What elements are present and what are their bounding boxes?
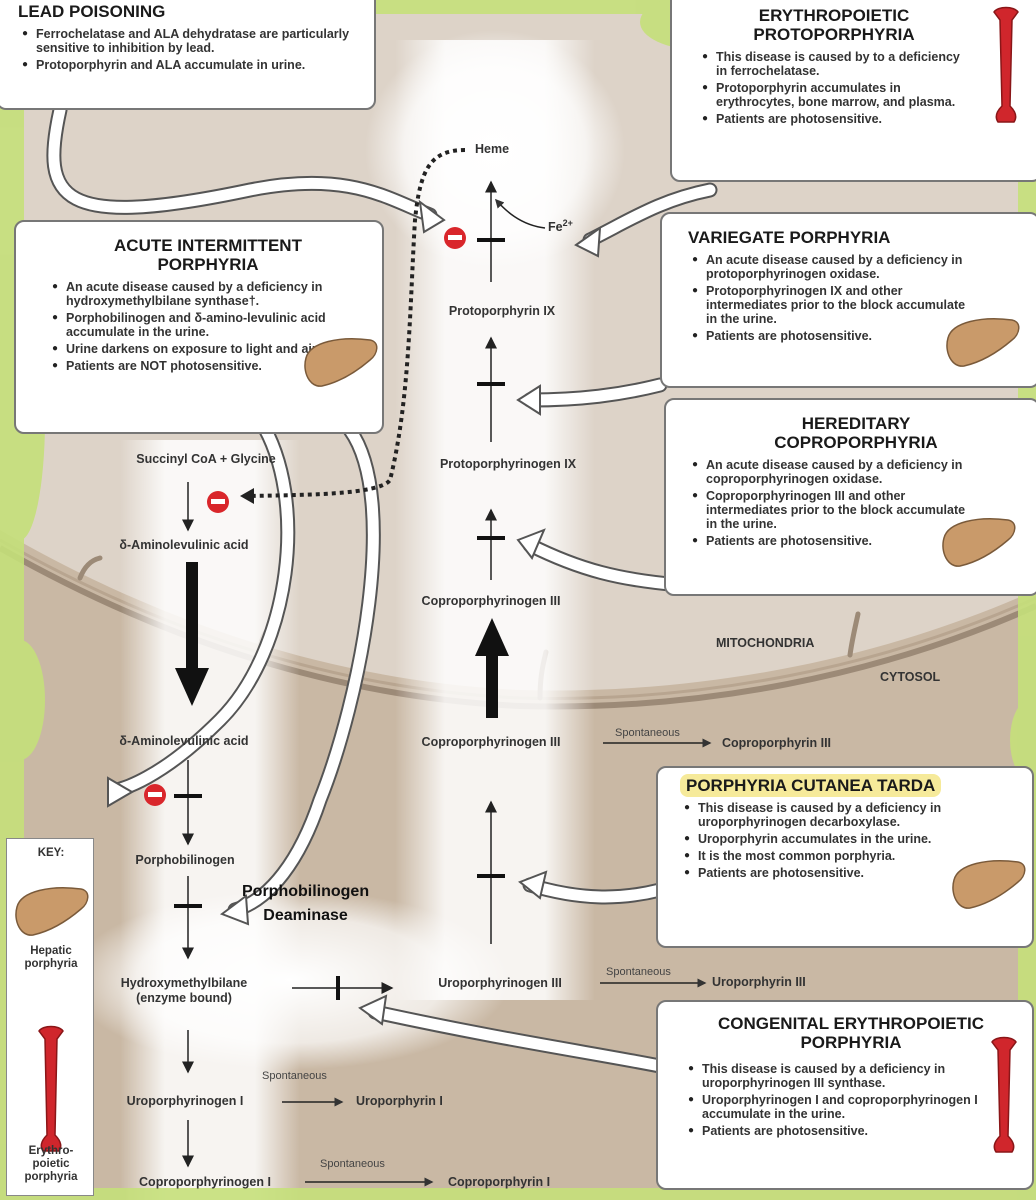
- protoporphyrinogen-ix-label: Protoporphyrinogen IX: [439, 457, 577, 471]
- vp-item-2: Protoporphyrinogen IX and other intermed…: [692, 284, 966, 326]
- aip-item-1: An acute disease caused by a deficiency …: [52, 280, 326, 308]
- uroporphyrin-i-label: Uroporphyrin I: [356, 1094, 443, 1108]
- cep-item-1: This disease is caused by a deficiency i…: [688, 1062, 992, 1090]
- lead-poisoning-box: LEAD POISONING Ferrochelatase and ALA de…: [0, 0, 376, 110]
- liver-icon: [942, 518, 1016, 567]
- liver-icon: [946, 318, 1020, 367]
- liver-icon: [304, 338, 378, 387]
- coproporphyrinogen-iii-mito-label: Coproporphyrinogen III: [421, 594, 561, 608]
- cep-box: CONGENITAL ERYTHROPOIETIC PORPHYRIA This…: [656, 1000, 1034, 1190]
- vp-item-3: Patients are photosensitive.: [692, 329, 966, 343]
- hcp-title: HEREDITARY COPROPORPHYRIA: [774, 414, 938, 452]
- liver-icon: [952, 860, 1026, 909]
- pct-title-text: PORPHYRIA CUTANEA TARDA: [680, 774, 942, 797]
- pbg-deaminase-label: Porphobilinogen Deaminase: [242, 883, 370, 924]
- hcp-item-2: Coproporphyrinogen III and other interme…: [692, 489, 966, 531]
- coproporphyrinogen-i-label: Coproporphyrinogen I: [139, 1175, 271, 1189]
- key-title: KEY:: [37, 847, 65, 859]
- hcp-item-1: An acute disease caused by a deficiency …: [692, 458, 966, 486]
- fe-charge: 2+: [562, 218, 573, 228]
- ala-cyto-label: δ-Aminolevulinic acid: [119, 734, 249, 748]
- epp-item-3: Patients are photosensitive.: [702, 112, 970, 126]
- spontaneous-label-3: Spontaneous: [262, 1070, 327, 1082]
- aip-item-4: Patients are NOT photosensitive.: [52, 359, 326, 373]
- spontaneous-label-2: Spontaneous: [606, 966, 671, 978]
- bone-icon: [38, 1025, 64, 1152]
- lead-item-1: Ferrochelatase and ALA dehydratase are p…: [22, 27, 364, 55]
- coproporphyrinogen-iii-cyto-label: Coproporphyrinogen III: [421, 735, 561, 749]
- cep-title: CONGENITAL ERYTHROPOIETIC PORPHYRIA: [717, 1014, 985, 1052]
- spontaneous-label-1: Spontaneous: [615, 727, 680, 739]
- mitochondria-label: MITOCHONDRIA: [716, 636, 815, 650]
- key-erythropoietic-label: Erythro- poietic porphyria: [24, 1145, 78, 1183]
- uroporphyrinogen-iii-label: Uroporphyrinogen III: [438, 976, 562, 990]
- key-hepatic-label: Hepatic porphyria: [24, 945, 78, 970]
- epp-box: ERYTHROPOIETIC PROTOPORPHYRIA This disea…: [670, 0, 1036, 182]
- spontaneous-label-4: Spontaneous: [320, 1158, 385, 1170]
- epp-title: ERYTHROPOIETIC PROTOPORPHYRIA: [753, 6, 915, 44]
- uroporphyrinogen-i-label: Uroporphyrinogen I: [126, 1094, 244, 1108]
- pct-item-2: Uroporphyrin accumulates in the urine.: [684, 832, 968, 846]
- vp-title: VARIEGATE PORPHYRIA: [688, 228, 891, 247]
- succinyl-coa-label: Succinyl CoA + Glycine: [136, 452, 276, 466]
- uroporphyrin-iii-label: Uroporphyrin III: [712, 975, 806, 989]
- legend-key: KEY: Hepatic porphyria Erythro- poietic …: [6, 838, 94, 1196]
- epp-item-2: Protoporphyrin accumulates in erythrocyt…: [702, 81, 970, 109]
- heme-label: Heme: [474, 142, 510, 156]
- ala-mito-label: δ-Aminolevulinic acid: [119, 538, 249, 552]
- pct-box: PORPHYRIA CUTANEA TARDA This disease is …: [656, 766, 1034, 948]
- bone-icon: [993, 6, 1019, 123]
- aip-title: ACUTE INTERMITTENT PORPHYRIA: [114, 236, 302, 274]
- lead-inhibition-markers: [144, 227, 466, 806]
- coproporphyrin-iii-label: Coproporphyrin III: [722, 736, 832, 750]
- aip-item-2: Porphobilinogen and δ-amino-levulinic ac…: [52, 311, 326, 339]
- aip-box: ACUTE INTERMITTENT PORPHYRIA An acute di…: [14, 220, 384, 434]
- cep-item-2: Uroporphyrinogen I and coproporphyrinoge…: [688, 1093, 992, 1121]
- fe2-label: Fe2+: [548, 218, 573, 234]
- lead-item-2: Protoporphyrin and ALA accumulate in uri…: [22, 58, 364, 72]
- pct-item-1: This disease is caused by a deficiency i…: [684, 801, 968, 829]
- vp-box: VARIEGATE PORPHYRIA An acute disease cau…: [660, 212, 1036, 388]
- cep-item-3: Patients are photosensitive.: [688, 1124, 992, 1138]
- lead-poisoning-title: LEAD POISONING: [18, 2, 166, 21]
- cytosol-label: CYTOSOL: [880, 670, 941, 684]
- hydroxymethylbilane-label: Hydroxymethylbilane (enzyme bound): [120, 976, 248, 1005]
- porphobilinogen-label: Porphobilinogen: [135, 853, 235, 867]
- coproporphyrin-i-label: Coproporphyrin I: [448, 1175, 551, 1189]
- hcp-box: HEREDITARY COPROPORPHYRIA An acute disea…: [664, 398, 1036, 596]
- fe-symbol: Fe: [548, 220, 563, 235]
- protoporphyrin-ix-label: Protoporphyrin IX: [448, 304, 556, 318]
- pct-item-3: It is the most common porphyria.: [684, 849, 968, 863]
- pct-title: PORPHYRIA CUTANEA TARDA: [680, 774, 1018, 797]
- pct-item-4: Patients are photosensitive.: [684, 866, 968, 880]
- aip-item-3: Urine darkens on exposure to light and a…: [52, 342, 326, 356]
- epp-item-1: This disease is caused by to a deficienc…: [702, 50, 970, 78]
- bone-icon: [991, 1036, 1017, 1153]
- vp-item-1: An acute disease caused by a deficiency …: [692, 253, 966, 281]
- hcp-item-3: Patients are photosensitive.: [692, 534, 966, 548]
- liver-icon: [15, 887, 89, 936]
